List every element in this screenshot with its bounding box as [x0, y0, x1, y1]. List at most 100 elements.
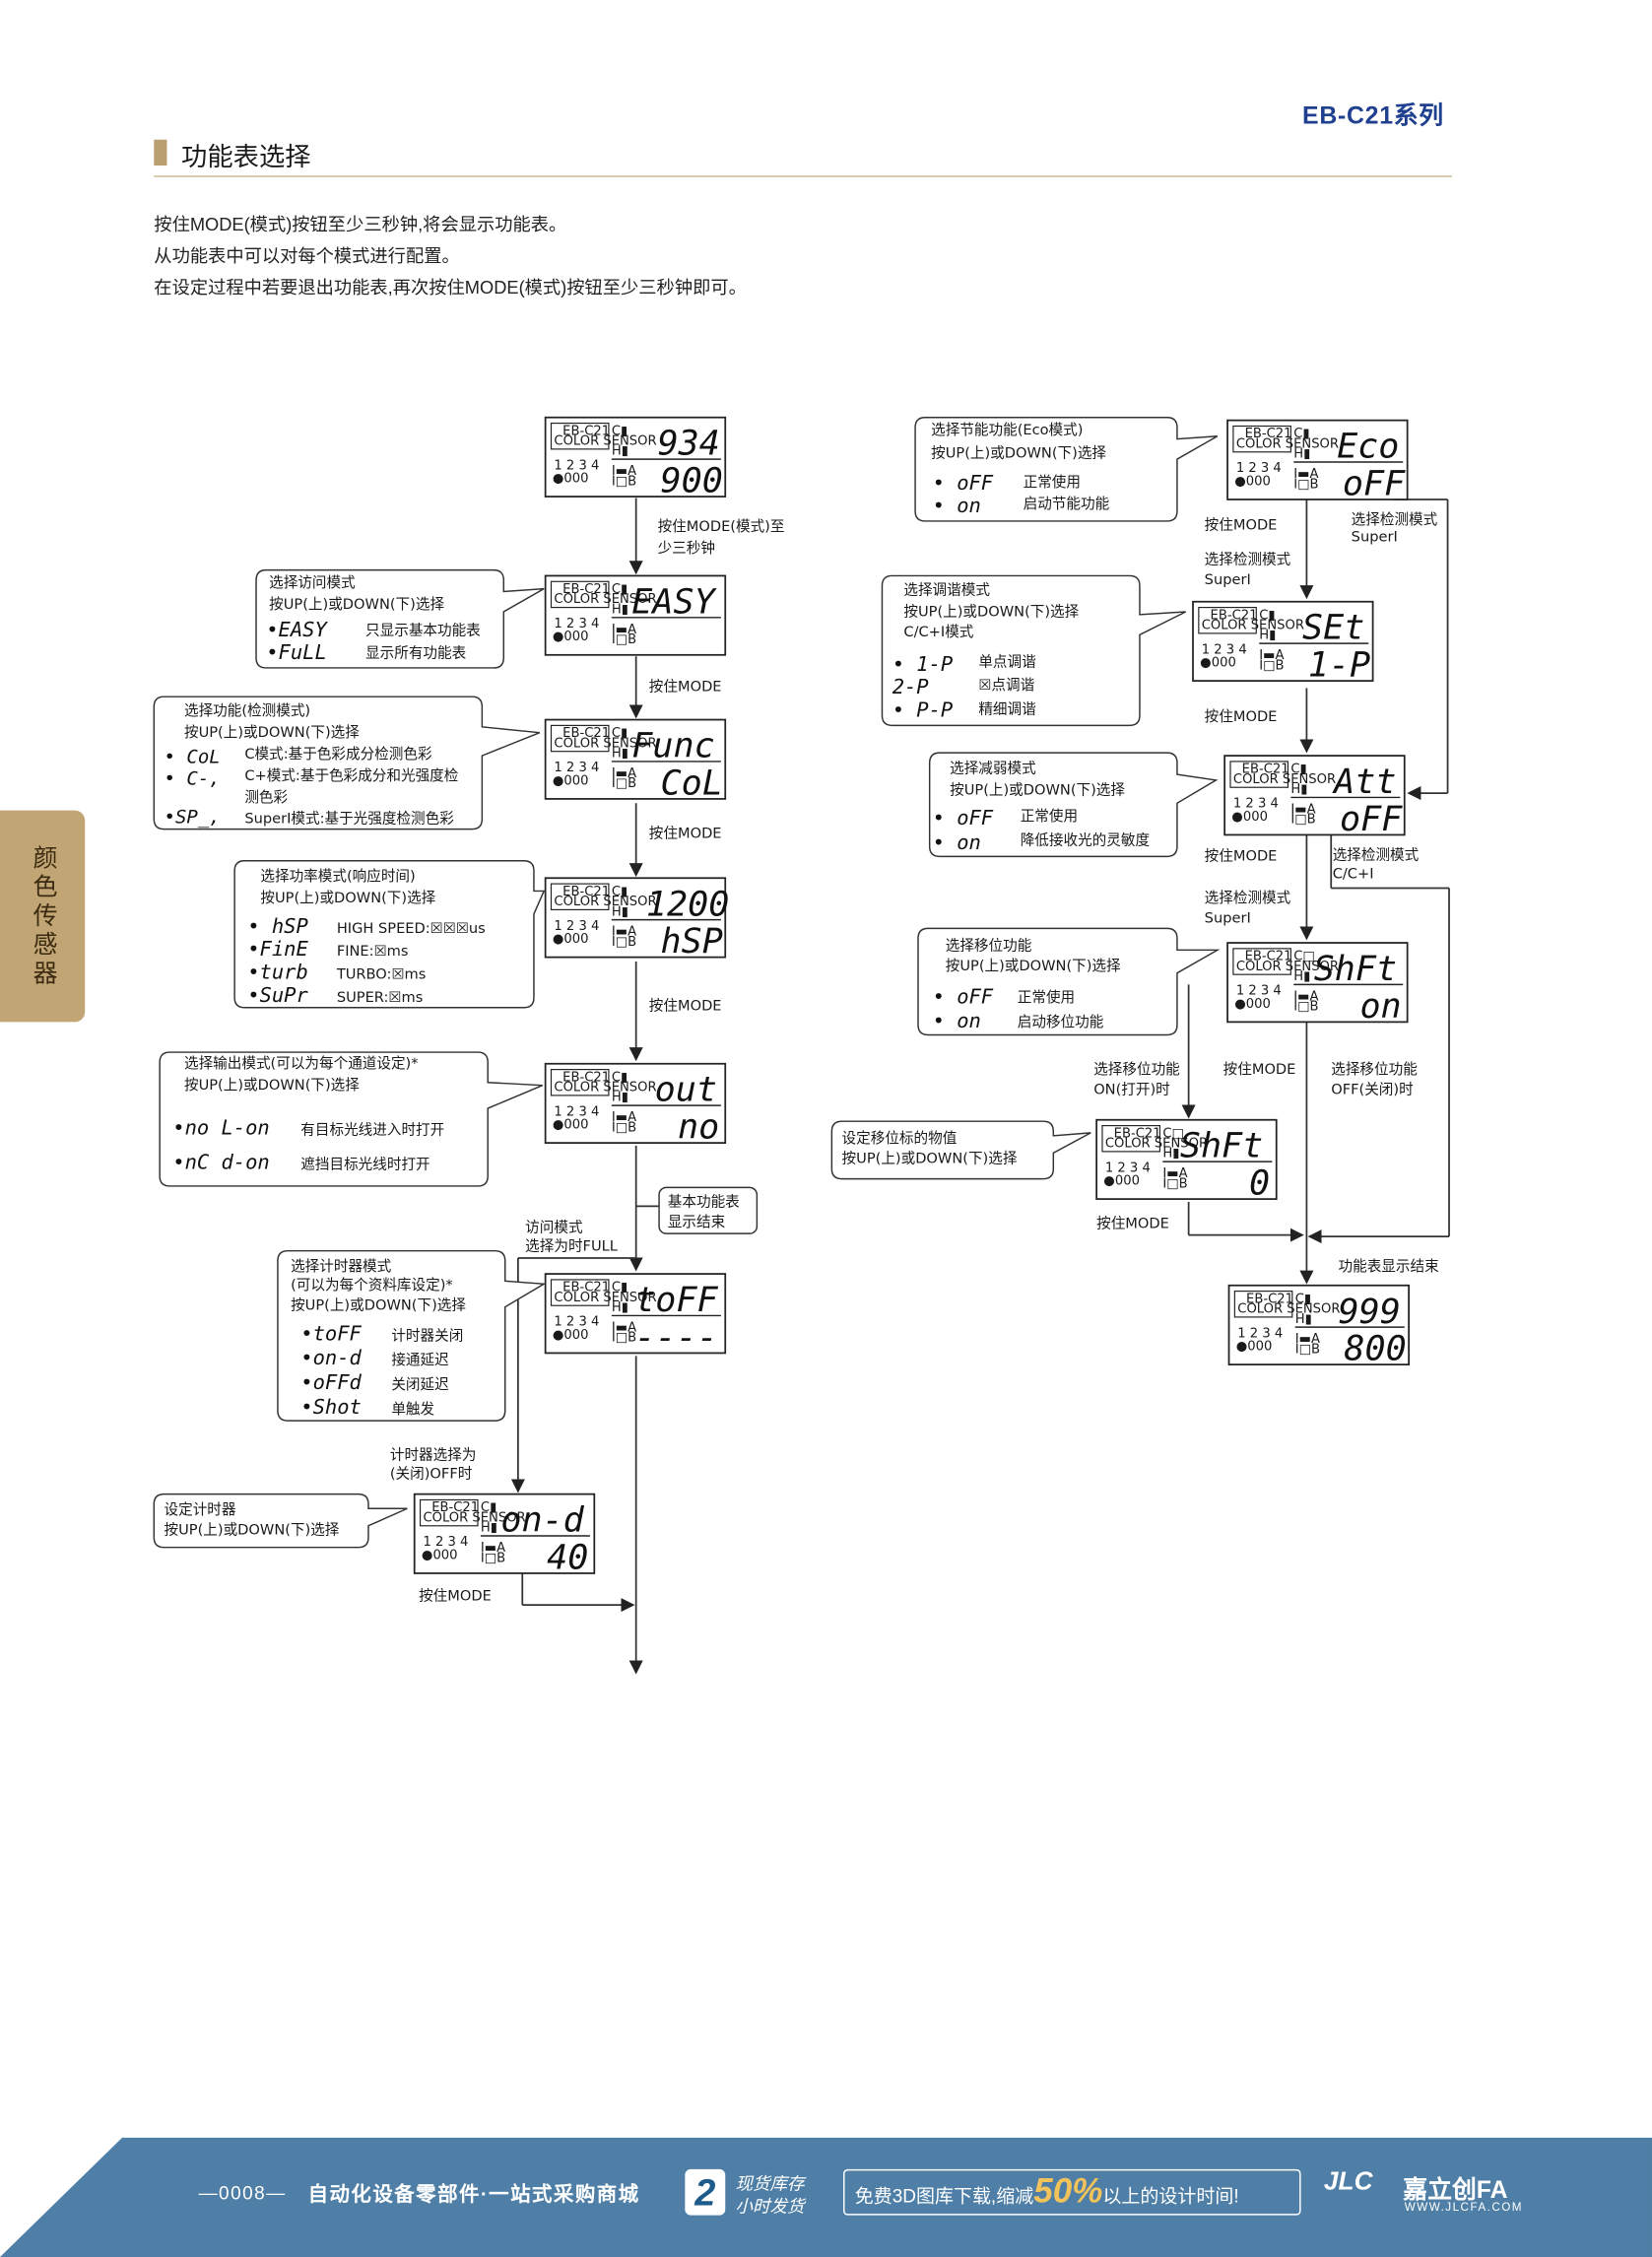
- callout-timer: 选择计时器模式 (可以为每个资料库设定)* 按UP(上)或DOWN(下)选择 •…: [277, 1249, 547, 1422]
- svg-text:访问模式: 访问模式: [525, 1220, 583, 1236]
- svg-text:按住MODE: 按住MODE: [649, 825, 722, 841]
- svg-text:1 2 3 4: 1 2 3 4: [1105, 1161, 1151, 1175]
- display-lower: CoL: [661, 763, 723, 804]
- svg-text:H▮: H▮: [1293, 447, 1310, 462]
- display-upper: on-d: [500, 1500, 584, 1541]
- option-code: • on: [933, 830, 981, 854]
- option-code: •turb: [247, 961, 308, 984]
- series-title: EB-C21系列: [1302, 101, 1444, 130]
- option-desc: HIGH SPEED:☒☒☒us: [337, 920, 486, 937]
- svg-text:●000: ●000: [553, 1328, 589, 1343]
- svg-text:EB-C21: EB-C21: [1245, 427, 1292, 441]
- svg-text:COLOR SENSOR: COLOR SENSOR: [554, 433, 656, 448]
- svg-text:1 2 3 4: 1 2 3 4: [1236, 461, 1282, 476]
- svg-text:EB-C21: EB-C21: [431, 1500, 479, 1515]
- svg-text:SuperI: SuperI: [1205, 571, 1251, 588]
- svg-text:I□B: I□B: [1259, 658, 1284, 673]
- svg-text:●000: ●000: [1231, 810, 1268, 825]
- callout-line: 按UP(上)或DOWN(下)选择: [946, 958, 1121, 974]
- option-desc: 单触发: [391, 1401, 434, 1418]
- option-desc: SUPER:☒ms: [337, 989, 423, 1006]
- svg-text:C▮: C▮: [612, 1281, 628, 1295]
- callout-line: 选择功率模式(响应时间): [260, 867, 415, 885]
- section-marker: [154, 139, 167, 166]
- display-lower: hSP: [661, 921, 723, 962]
- svg-text:按住MODE: 按住MODE: [649, 998, 722, 1015]
- option-code: •oFFd: [300, 1370, 362, 1394]
- svg-text:COLOR SENSOR: COLOR SENSOR: [1233, 772, 1336, 787]
- display-lower: on: [1359, 986, 1401, 1027]
- display-lower: 800: [1344, 1329, 1406, 1369]
- callout-line: 按UP(上)或DOWN(下)选择: [291, 1297, 466, 1314]
- intro-text: 按住MODE(模式)按钮至少三秒钟,将会显示功能表。 从功能表中可以对每个模式进…: [154, 209, 747, 303]
- svg-text:按住MODE: 按住MODE: [1205, 517, 1278, 534]
- option-code: • CoL: [165, 746, 221, 767]
- svg-text:I□B: I□B: [1293, 477, 1318, 492]
- callout-line: 选择输出模式(可以为每个通道设定)*: [184, 1055, 419, 1072]
- display-lower: 900: [661, 461, 723, 501]
- brand-url[interactable]: WWW.JLCFA.COM: [1404, 2201, 1524, 2215]
- intro-line: 在设定过程中若要退出功能表,再次按住MODE(模式)按钮至少三秒钟即可。: [154, 277, 747, 299]
- two-hour-badge: 2: [685, 2168, 726, 2216]
- promo-banner[interactable]: 免费3D图库下载,缩减50%以上的设计时间!: [843, 2168, 1301, 2216]
- svg-text:●000: ●000: [553, 471, 589, 486]
- svg-text:I▬A: I▬A: [612, 1110, 636, 1125]
- svg-text:选择检测模式: 选择检测模式: [1205, 890, 1291, 906]
- svg-text:I□B: I□B: [1295, 1342, 1320, 1357]
- intro-line: 按住MODE(模式)按钮至少三秒钟,将会显示功能表。: [154, 214, 567, 235]
- option-desc: TURBO:☒ms: [336, 966, 427, 983]
- callout-settimer: 设定计时器 按UP(上)或DOWN(下)选择: [153, 1493, 408, 1549]
- svg-text:C▮: C▮: [612, 726, 628, 741]
- option-desc: 正常使用: [1024, 474, 1081, 491]
- svg-text:1 2 3 4: 1 2 3 4: [1202, 642, 1247, 657]
- svg-text:1 2 3 4: 1 2 3 4: [1236, 984, 1282, 999]
- display-lower: 1-P: [1308, 645, 1370, 686]
- svg-text:I□B: I□B: [612, 776, 636, 791]
- option-code: •FuLL: [266, 640, 327, 664]
- svg-text:C□: C□: [1293, 950, 1315, 964]
- section-title: 功能表选择: [181, 142, 311, 171]
- svg-text:H▮: H▮: [481, 1521, 497, 1536]
- svg-text:EB-C21: EB-C21: [562, 1070, 610, 1085]
- display-upper: 934: [658, 424, 720, 464]
- svg-text:I□B: I□B: [481, 1551, 505, 1565]
- svg-text:C▮: C▮: [1290, 763, 1306, 777]
- svg-text:●000: ●000: [422, 1548, 458, 1562]
- svg-text:ON(打开)时: ON(打开)时: [1093, 1081, 1170, 1097]
- svg-text:EB-C21: EB-C21: [1242, 763, 1289, 777]
- svg-text:H▮: H▮: [612, 602, 628, 617]
- callout-line: 选择计时器模式: [291, 1258, 392, 1275]
- callout-line: 按UP(上)或DOWN(下)选择: [184, 724, 360, 741]
- svg-text:I□B: I□B: [612, 632, 636, 647]
- option-code: 2-P: [892, 675, 930, 698]
- option-desc: 显示所有功能表: [365, 645, 467, 662]
- svg-text:I▬A: I▬A: [612, 1321, 636, 1336]
- svg-text:选择检测模式: 选择检测模式: [1352, 511, 1438, 528]
- option-code: • hSP: [247, 914, 308, 938]
- callout-line: 按UP(上)或DOWN(下)选择: [950, 782, 1125, 799]
- callout-line: 选择移位功能: [946, 937, 1032, 954]
- svg-text:C▮: C▮: [1259, 608, 1275, 623]
- svg-text:COLOR SENSOR: COLOR SENSOR: [554, 592, 656, 607]
- jlc-logo-icon[interactable]: JLC: [1323, 2165, 1373, 2196]
- option-desc: 遮挡目标光线时打开: [300, 1156, 430, 1172]
- display-upper: ShFt: [1180, 1126, 1263, 1166]
- section-divider: [154, 175, 1452, 177]
- side-tab[interactable]: 颜色传感器: [0, 810, 86, 1023]
- display-upper: Eco: [1337, 427, 1399, 467]
- callout-line: 按UP(上)或DOWN(下)选择: [165, 1522, 340, 1539]
- svg-text:按住MODE: 按住MODE: [1205, 708, 1278, 725]
- svg-text:1 2 3 4: 1 2 3 4: [423, 1535, 468, 1550]
- svg-text:COLOR SENSOR: COLOR SENSOR: [1237, 1302, 1340, 1317]
- svg-text:1 2 3 4: 1 2 3 4: [1237, 1326, 1283, 1341]
- svg-text:(关闭)OFF时: (关闭)OFF时: [390, 1466, 473, 1483]
- svg-text:C▮: C▮: [1295, 1292, 1311, 1306]
- option-desc: 启动节能功能: [1024, 496, 1110, 512]
- svg-text:基本功能表: 基本功能表: [668, 1193, 740, 1210]
